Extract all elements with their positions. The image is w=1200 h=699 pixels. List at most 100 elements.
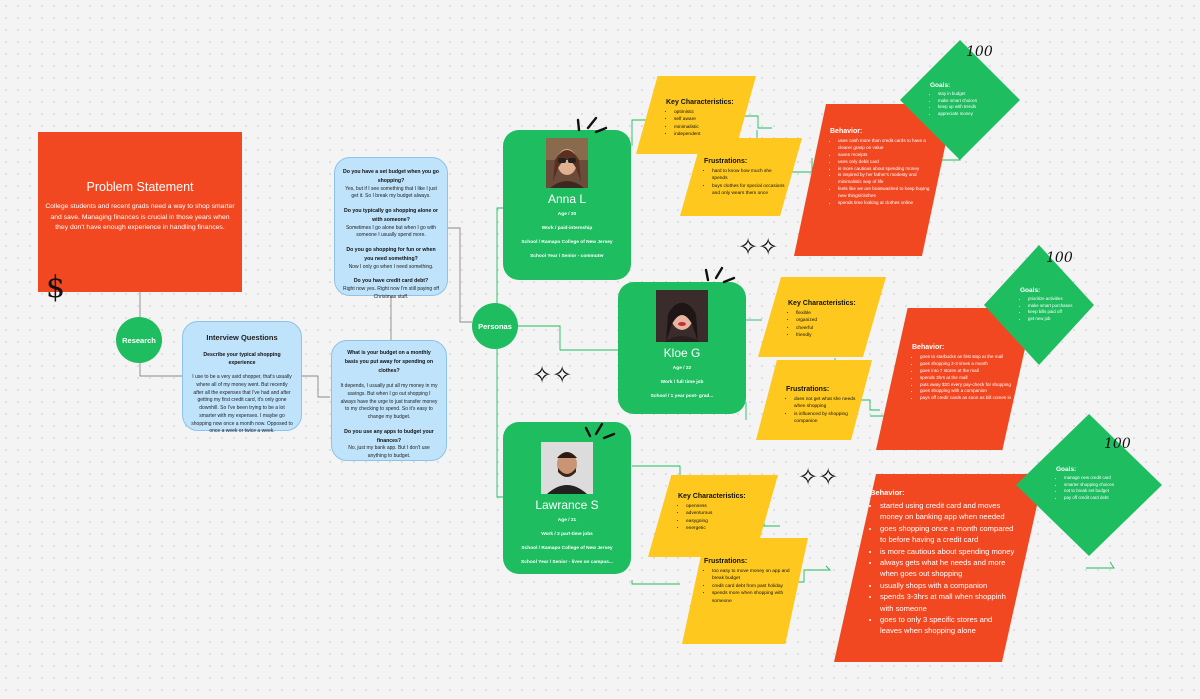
- qa-answer: It depends, I usually put all my money i…: [340, 383, 438, 420]
- persona-card-kloe: Kloe G Age / 22 Work / full time job Sch…: [618, 282, 746, 414]
- persona-photo-anna: [546, 138, 588, 188]
- persona-photo-lawrance: [541, 442, 593, 494]
- qa-question: What is your budget on a monthly basis y…: [344, 350, 434, 374]
- list-item: goes to starbucks as first stop at the m…: [920, 354, 1016, 361]
- key-characteristics-kloe: Key Characteristics: flexible organized …: [758, 277, 886, 357]
- list-item: hard to know how much she spends: [712, 168, 786, 183]
- goals-title: Goals:: [1020, 287, 1041, 294]
- list-item: is more cautious about spending money: [838, 166, 932, 173]
- persona-work: Work / paid-internship: [541, 226, 593, 231]
- list-item: self aware: [674, 116, 734, 123]
- qa-answer: Sometimes I go alone but when I go with …: [345, 224, 437, 239]
- interview-questions-card: Interview Questions Describe your typica…: [182, 321, 302, 434]
- behavior-anna: Behavior: uses cash more than credit car…: [794, 104, 954, 256]
- emphasis-marks-icon: [576, 116, 608, 134]
- persona-photo-kloe: [656, 290, 708, 342]
- list-item: get new job: [1028, 316, 1084, 323]
- behavior-title: Behavior:: [830, 128, 863, 135]
- frustrations-lawrance: Frustrations: too easy to move money on …: [682, 538, 808, 644]
- persona-card-lawrance: Lawrance S Age / 21 Work / 2 part-time j…: [503, 422, 631, 574]
- list-item: minimalistic: [674, 124, 734, 131]
- list-item: flexible: [796, 310, 856, 317]
- frustrations-anna: Frustrations: hard to know how much she …: [680, 138, 802, 216]
- list-item: spends 3hrs at the mall: [920, 375, 1016, 382]
- list-item: goes shopping 2-3 times a month: [920, 361, 1016, 368]
- interview-answer: I use to be a very avid shopper, that's …: [191, 374, 293, 435]
- list-item: buys clothes for special occasions and o…: [712, 183, 786, 198]
- list-item: friendly: [796, 332, 856, 339]
- list-item: always gets what he needs and more when …: [880, 557, 1016, 580]
- persona-age: Age / 22: [672, 366, 692, 371]
- list-item: uses cash more than credit cards to have…: [838, 138, 932, 152]
- list-item: goes shopping once a month compared to b…: [880, 523, 1016, 546]
- persona-name: Lawrance S: [535, 498, 599, 512]
- frustrations-title: Frustrations:: [704, 558, 748, 565]
- list-item: credit card debt from past holiday: [712, 583, 790, 590]
- list-item: manage new credit card: [1064, 475, 1138, 482]
- list-item: keep bills paid off: [1028, 309, 1084, 316]
- persona-card-anna: Anna L Age / 20 Work / paid-internship S…: [503, 130, 631, 280]
- list-item: prioritize activities: [1028, 296, 1084, 303]
- qa-answer: Right now yes. Right now I'm still payin…: [343, 286, 439, 300]
- frustrations-kloe: Frustrations: does not get what she need…: [756, 360, 872, 440]
- sparkles-icon: ✧✧: [532, 362, 573, 389]
- list-item: adventurous: [686, 510, 746, 517]
- dollar-icon: $: [46, 270, 66, 305]
- qa-question: Do you have a set budget when you go sho…: [343, 169, 439, 184]
- list-item: energetic: [686, 525, 746, 532]
- persona-school: School / Ramapo College of New Jersey: [521, 546, 613, 551]
- interview-question: Describe your typical shopping experienc…: [203, 351, 281, 367]
- sparkles-icon: ✧✧: [798, 464, 839, 491]
- list-item: feels like we are brainwashed to keep bu…: [838, 186, 932, 200]
- behavior-title: Behavior:: [912, 344, 945, 351]
- persona-age: Age / 21: [557, 518, 577, 523]
- persona-work: Work / 2 part-time jobs: [541, 532, 593, 537]
- problem-statement-card: Problem Statement College students and r…: [38, 132, 242, 292]
- personas-node: Personas: [472, 303, 518, 349]
- hundred-points-icon: 100: [1104, 436, 1131, 452]
- sparkles-icon: ✧✧: [738, 234, 779, 261]
- key-title: Key Characteristics:: [788, 300, 856, 307]
- list-item: openness: [686, 503, 746, 510]
- interview-title: Interview Questions: [206, 333, 278, 342]
- list-item: is influenced by shopping companion: [794, 411, 856, 426]
- qa-card-top: Do you have a set budget when you go sho…: [334, 157, 448, 300]
- list-item: pays off credit cards as soon as bill co…: [920, 395, 1016, 402]
- list-item: too easy to move money on app and break …: [712, 568, 790, 583]
- qa-card-bottom: What is your budget on a monthly basis y…: [331, 340, 447, 461]
- list-item: is inspired by her father's modesty and …: [838, 172, 932, 186]
- list-item: cheerful: [796, 325, 856, 332]
- list-item: does not get what she needs when shoppin…: [794, 396, 856, 411]
- hundred-points-icon: 100: [966, 44, 993, 60]
- qa-question: Do you use any apps to budget your finan…: [344, 428, 434, 444]
- list-item: uses only debit card: [838, 159, 932, 166]
- list-item: appreciate money: [938, 111, 1000, 118]
- list-item: organized: [796, 317, 856, 324]
- list-item: usually shops with a companion: [880, 580, 1016, 591]
- list-item: optimistic: [674, 109, 734, 116]
- qa-question: Do you go shopping for fun or when you n…: [346, 247, 436, 262]
- list-item: independent: [674, 131, 734, 138]
- persona-work: Work / full time job: [660, 380, 704, 385]
- list-item: spends more when shopping with someone: [712, 590, 790, 605]
- personas-label: Personas: [478, 321, 512, 331]
- qa-answer: No, just my bank app. But I don't use an…: [348, 445, 430, 459]
- persona-year: School Year / Senior - lives on campus..…: [521, 560, 613, 565]
- key-title: Key Characteristics:: [666, 99, 734, 106]
- qa-answer: Yes, but if I see something that I like …: [345, 185, 437, 200]
- emphasis-marks-icon: [704, 266, 736, 284]
- goals-title: Goals:: [1056, 466, 1077, 473]
- list-item: started using credit card and moves mone…: [880, 500, 1016, 523]
- list-item: goes shopping with a companion: [920, 388, 1016, 395]
- behavior-lawrance: Behavior: started using credit card and …: [834, 474, 1044, 662]
- persona-school: School / 1 year post- grad...: [650, 394, 714, 399]
- list-item: is more cautious about spending money: [880, 546, 1016, 557]
- emphasis-marks-icon: [584, 422, 616, 440]
- goals-title: Goals:: [930, 82, 951, 89]
- persona-name: Anna L: [547, 192, 587, 206]
- hundred-points-icon: 100: [1046, 250, 1073, 266]
- list-item: pay off credit card debt: [1064, 495, 1138, 502]
- key-title: Key Characteristics:: [678, 493, 746, 500]
- frustrations-title: Frustrations:: [704, 158, 748, 165]
- list-item: not to break set budget: [1064, 488, 1138, 495]
